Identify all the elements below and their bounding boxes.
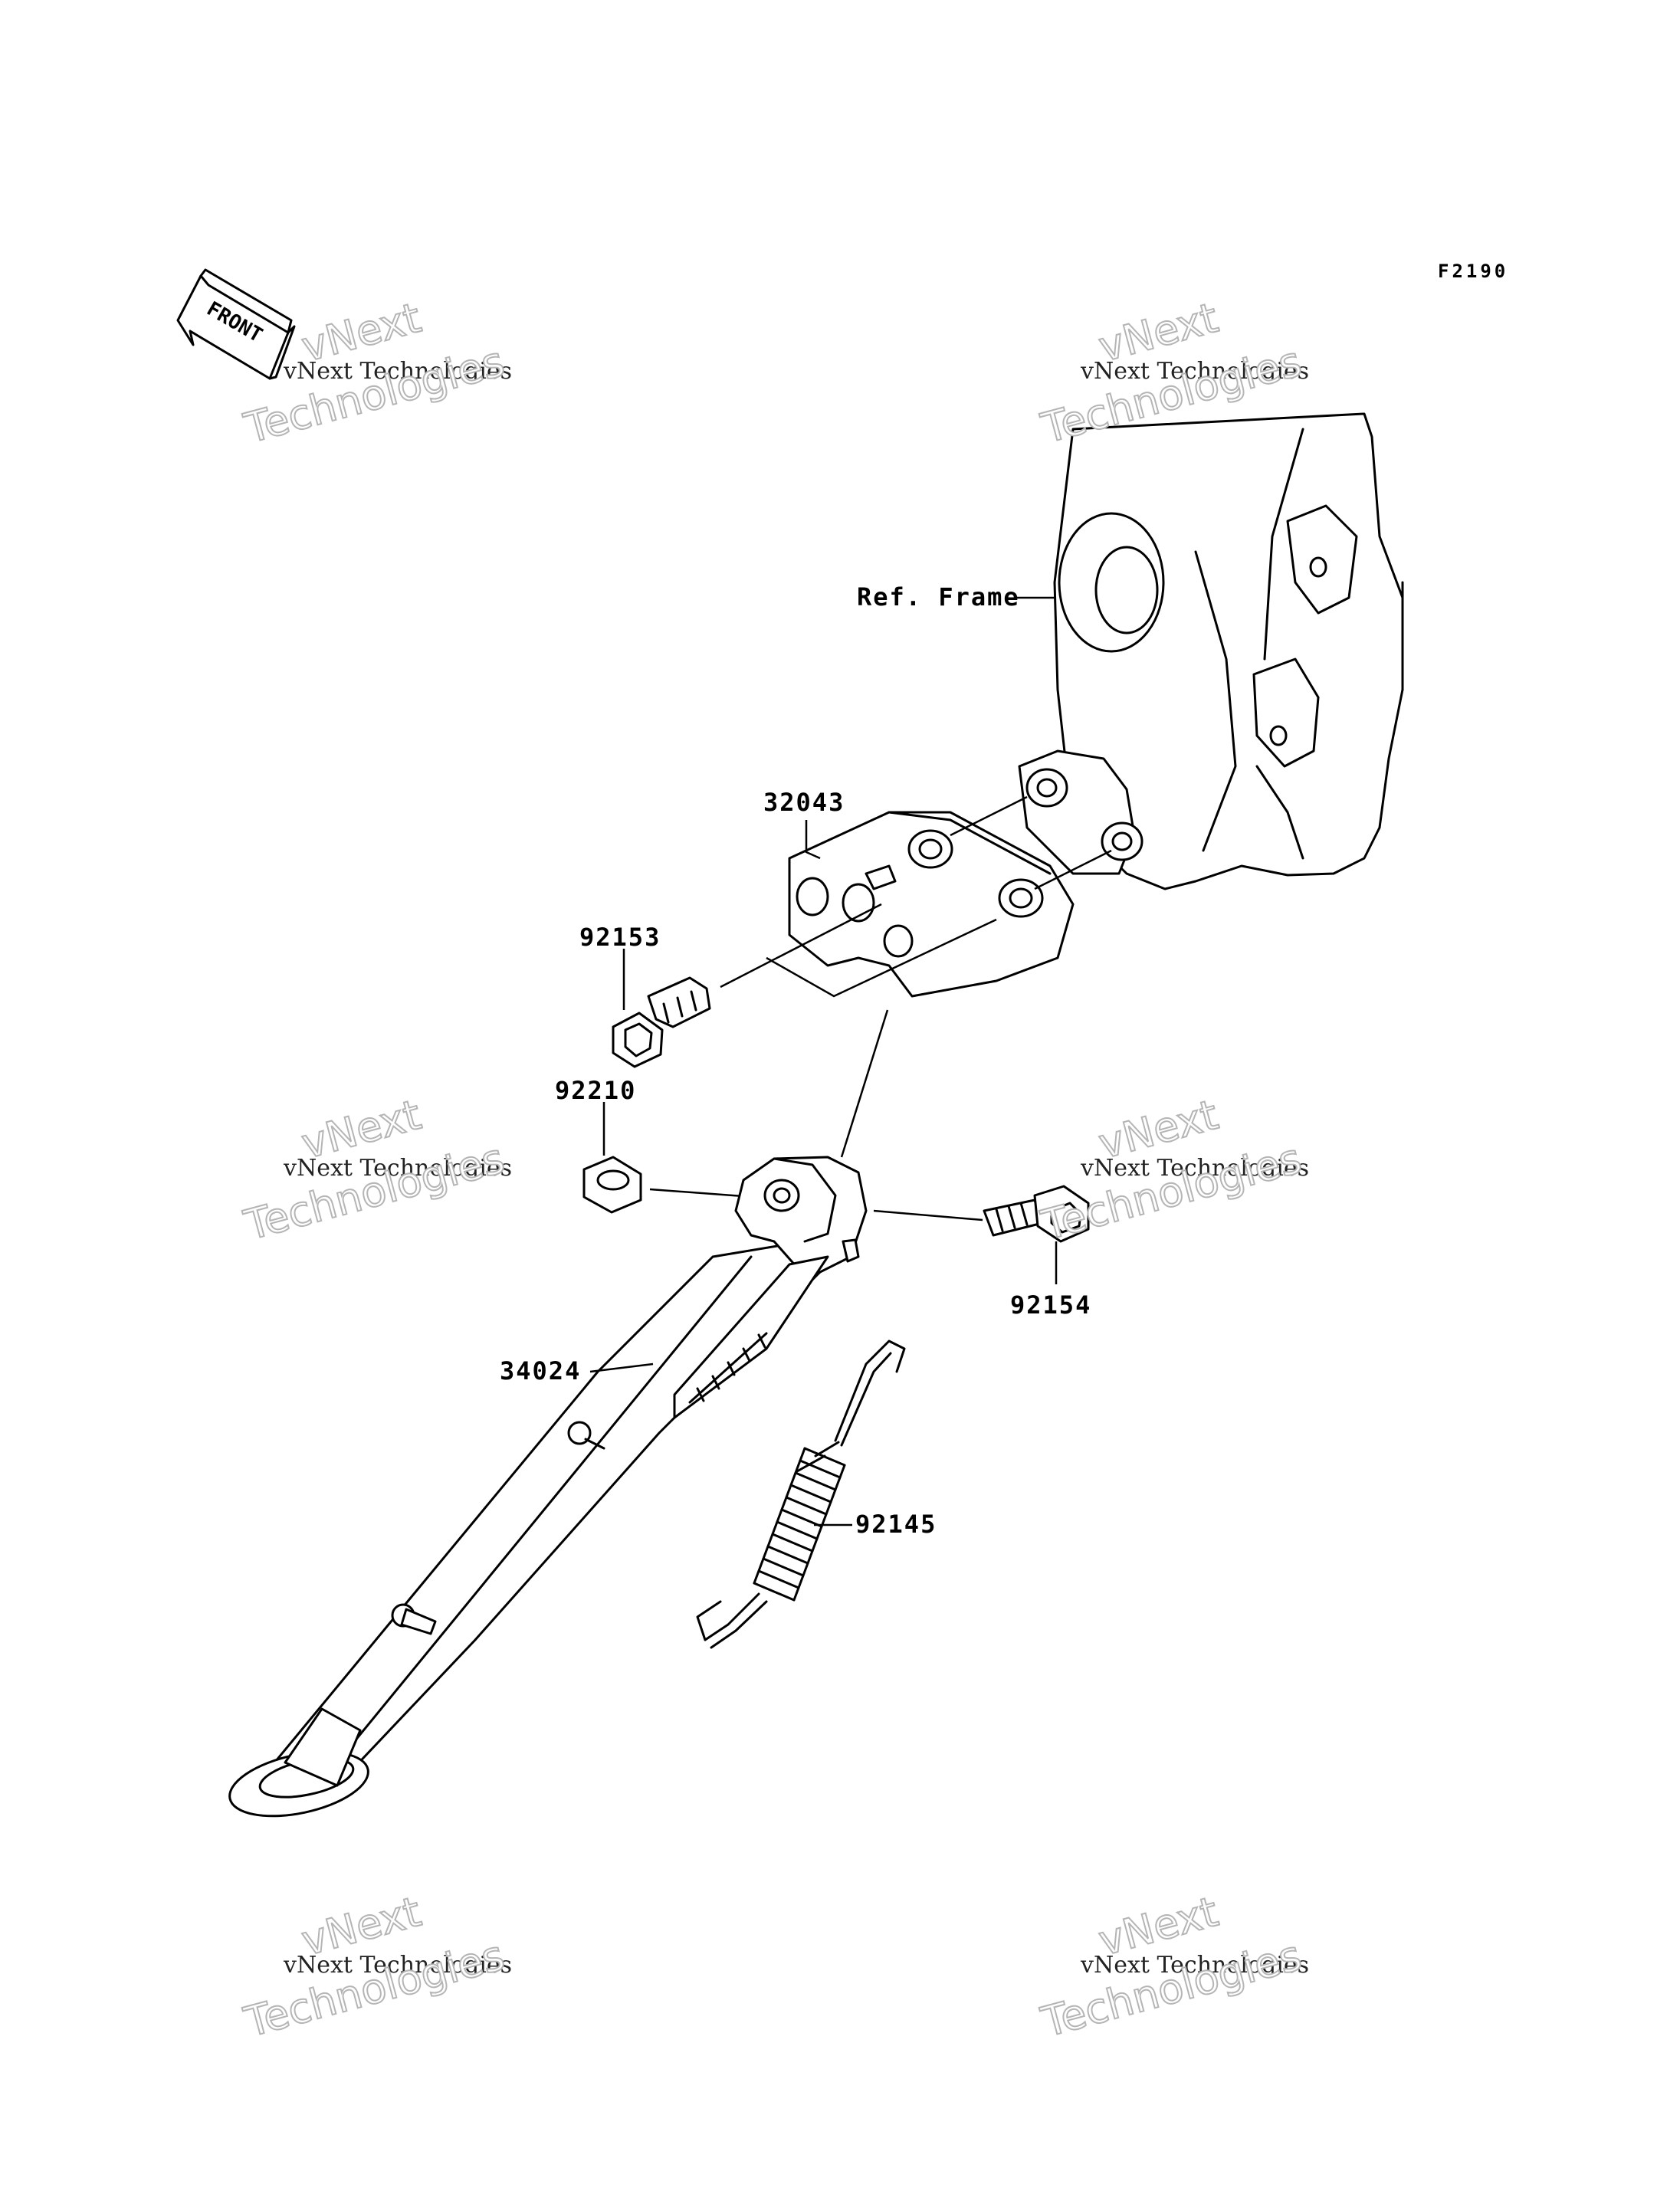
label-32043: 32043 [763, 788, 845, 817]
watermark-4: vNext vNext Technologies Technologies [1035, 1090, 1309, 1251]
part-32043-bracket [720, 795, 1112, 1158]
label-92153: 92153 [579, 923, 661, 952]
svg-text:Technologies: Technologies [239, 1931, 509, 2047]
svg-text:vNext Technologies: vNext Technologies [283, 358, 512, 385]
svg-text:vNext Technologies: vNext Technologies [1080, 1952, 1309, 1979]
part-92145-spring [696, 1340, 906, 1649]
label-92154: 92154 [1010, 1290, 1091, 1320]
watermark-5: vNext vNext Technologies Technologies [238, 1887, 512, 2048]
watermark-6: vNext vNext Technologies Technologies [1035, 1887, 1309, 2048]
svg-text:Technologies: Technologies [239, 1134, 509, 1250]
label-92210: 92210 [555, 1076, 636, 1105]
front-arrow-icon: FRONT [176, 268, 296, 380]
svg-text:Technologies: Technologies [1036, 1134, 1306, 1250]
watermark-1: vNext vNext Technologies Technologies [238, 293, 512, 454]
spring-coils [753, 1447, 846, 1602]
svg-text:vNext Technologies: vNext Technologies [283, 1952, 512, 1979]
watermark-3: vNext vNext Technologies Technologies [238, 1090, 512, 1251]
ref-frame [1016, 412, 1404, 890]
label-92145: 92145 [855, 1510, 937, 1539]
part-92153-bolt [612, 949, 711, 1068]
part-92154-bolt [873, 1185, 1090, 1284]
svg-text:vNext Technologies: vNext Technologies [1080, 358, 1309, 385]
label-34024: 34024 [500, 1356, 581, 1385]
svg-text:vNext Technologies: vNext Technologies [283, 1155, 512, 1182]
ref-frame-label: Ref. Frame [857, 582, 1020, 612]
part-34024-sidestand [228, 1156, 868, 1818]
svg-text:Technologies: Technologies [1036, 1931, 1306, 2047]
svg-text:vNext Technologies: vNext Technologies [1080, 1155, 1309, 1182]
diagram-code: F2190 [1438, 261, 1508, 282]
